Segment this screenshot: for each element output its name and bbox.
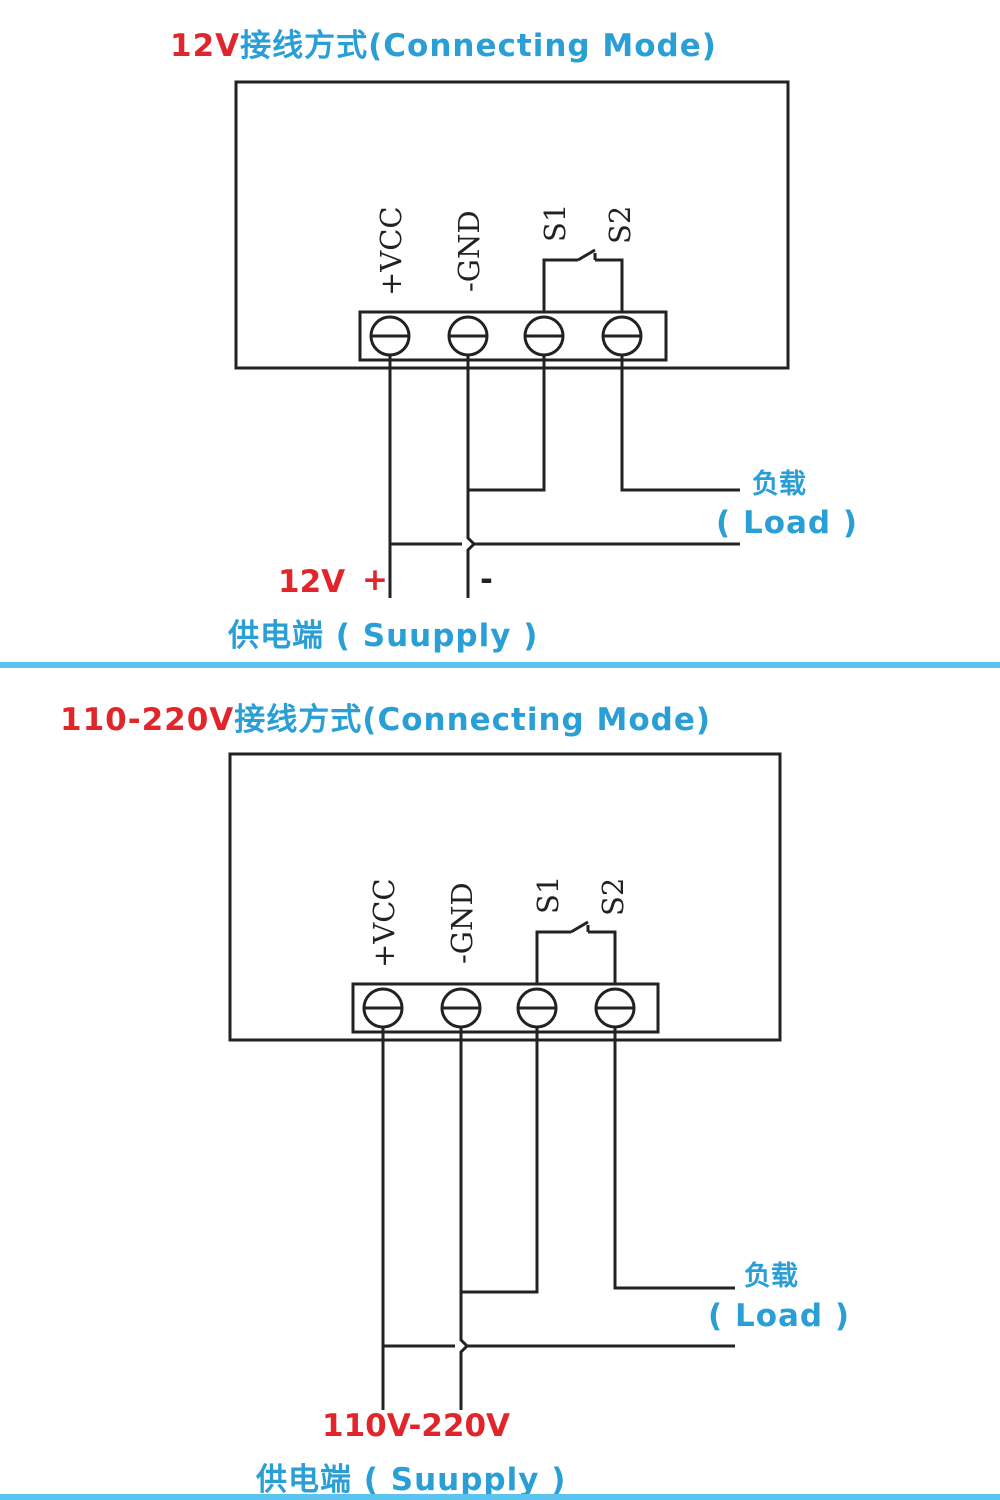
panel-title: 110-220V接线方式(Connecting Mode) bbox=[60, 694, 711, 739]
section-divider bbox=[0, 662, 1000, 668]
terminal-screw-vcc bbox=[369, 315, 411, 357]
terminal-screw-s2 bbox=[601, 315, 643, 357]
supply-minus: - bbox=[480, 562, 493, 598]
terminal-screw-s1 bbox=[523, 315, 565, 357]
controller-box bbox=[228, 752, 782, 1042]
terminal-labels: +VCC -GND S1 S2 bbox=[374, 204, 637, 296]
terminal-label-s2: S2 bbox=[603, 206, 637, 244]
terminal-screw-s1 bbox=[516, 987, 558, 1029]
panel-12v-wiring: 12V接线方式(Connecting Mode) bbox=[0, 0, 1000, 662]
controller-box bbox=[234, 80, 790, 370]
terminal-screw-gnd bbox=[440, 987, 482, 1029]
wire-s1 bbox=[468, 355, 546, 492]
terminal-screw-s2 bbox=[594, 987, 636, 1029]
terminal-block bbox=[351, 982, 660, 1034]
terminal-label-s1: S1 bbox=[538, 204, 572, 242]
load-label-cn: 负载 bbox=[744, 1261, 798, 1292]
load-label-en: ( Load ) bbox=[716, 505, 859, 541]
panel-title: 12V接线方式(Connecting Mode) bbox=[170, 20, 717, 65]
terminal-label-vcc: +VCC bbox=[367, 878, 401, 968]
terminal-block bbox=[358, 310, 668, 362]
title-voltage: 110-220V bbox=[60, 702, 235, 738]
wiring-diagram-12v: +VCC -GND S1 S2 bbox=[234, 80, 790, 598]
terminal-screw-vcc bbox=[362, 987, 404, 1029]
terminal-label-vcc: +VCC bbox=[374, 206, 408, 296]
wire-s1 bbox=[461, 1027, 539, 1294]
relay-switch bbox=[535, 920, 617, 984]
wire-gnd bbox=[466, 355, 477, 598]
panel-220v-wiring: 110-220V接线方式(Connecting Mode) +VCC bbox=[0, 668, 1000, 1500]
wiring-diagram-220v: +VCC -GND S1 S2 bbox=[228, 752, 782, 1410]
supply-voltage: 110V-220V bbox=[322, 1408, 511, 1444]
title-connecting-mode: 接线方式(Connecting Mode) bbox=[234, 702, 712, 738]
title-connecting-mode: 接线方式(Connecting Mode) bbox=[240, 28, 717, 64]
wire-s2 bbox=[613, 1027, 735, 1290]
terminal-label-gnd: -GND bbox=[452, 210, 486, 292]
load-label-en: ( Load ) bbox=[708, 1298, 851, 1334]
supply-voltage: 12V bbox=[278, 564, 346, 600]
terminal-label-gnd: -GND bbox=[445, 882, 479, 964]
bottom-divider bbox=[0, 1494, 1000, 1500]
terminal-labels: +VCC -GND S1 S2 bbox=[367, 876, 630, 968]
supply-label: 供电端 ( Suupply ) bbox=[256, 1462, 567, 1498]
terminal-screw-gnd bbox=[447, 315, 489, 357]
wire-gnd bbox=[459, 1027, 470, 1410]
terminal-label-s1: S1 bbox=[531, 876, 565, 914]
supply-plus: + bbox=[362, 562, 388, 598]
load-label-cn: 负载 bbox=[752, 469, 806, 500]
title-voltage: 12V bbox=[170, 28, 241, 64]
wire-s2 bbox=[620, 355, 740, 492]
terminal-label-s2: S2 bbox=[596, 878, 630, 916]
supply-label: 供电端 ( Suupply ) bbox=[228, 618, 539, 654]
relay-switch bbox=[542, 248, 624, 312]
